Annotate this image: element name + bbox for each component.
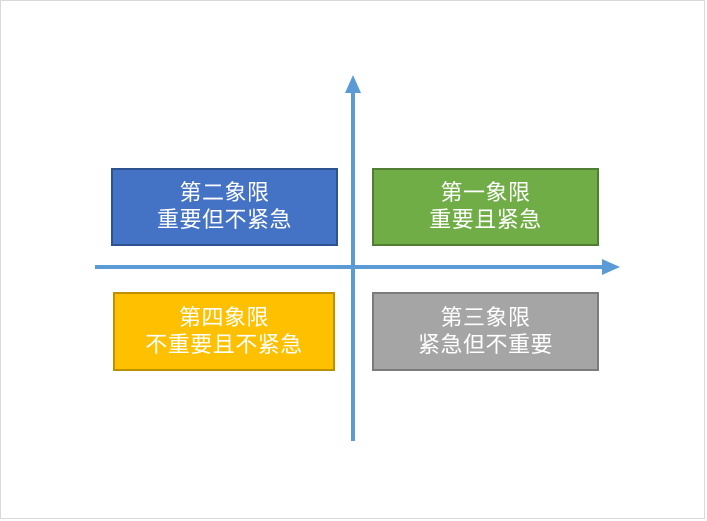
quadrant-title: 第四象限: [178, 304, 269, 330]
quadrant-subtitle: 重要且紧急: [429, 207, 542, 232]
quadrant-bottom-left[interactable]: 第四象限 不重要且不紧急: [113, 292, 335, 371]
quadrant-bottom-right[interactable]: 第三象限 紧急但不重要: [372, 292, 599, 371]
quadrant-title: 第三象限: [440, 304, 531, 330]
quadrant-title: 第二象限: [179, 180, 270, 206]
horizontal-axis: [95, 259, 620, 275]
quadrant-subtitle: 紧急但不重要: [417, 331, 553, 357]
quadrant-top-left[interactable]: 第二象限 重要但不紧急: [111, 168, 338, 246]
quadrant-subtitle: 不重要且不紧急: [145, 331, 303, 357]
quadrant-subtitle: 重要但不紧急: [156, 207, 292, 232]
quadrant-title: 第一象限: [440, 180, 531, 206]
quadrant-top-right[interactable]: 第一象限 重要且紧急: [372, 168, 599, 246]
vertical-axis: [345, 75, 361, 441]
